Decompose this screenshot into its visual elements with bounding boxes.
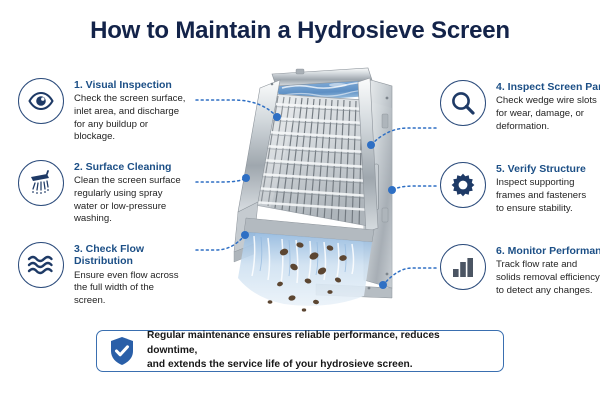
step-item-3: 3. Check Flow Distribution Ensure even f…	[18, 242, 218, 308]
gear-icon	[440, 162, 486, 208]
step-title-2: 2. Surface Cleaning	[74, 161, 172, 173]
discharge-water-and-solids	[238, 232, 372, 312]
step-item-1: 1. Visual Inspection Check the screen su…	[18, 78, 218, 144]
solids-particles	[267, 242, 347, 312]
shower-icon	[18, 160, 64, 206]
step-item-6: 6. Monitor Performance Track flow rate a…	[440, 244, 600, 297]
step-body-1: Check the screen surface, inlet area, an…	[74, 93, 186, 143]
bar-chart-icon	[440, 244, 486, 290]
page-title: How to Maintain a Hydrosieve Screen	[90, 17, 510, 44]
step-title-3: 3. Check Flow Distribution	[74, 243, 145, 268]
summary-banner: Regular maintenance ensures reliable per…	[96, 330, 504, 372]
eye-icon	[18, 78, 64, 124]
wedge-wire-screen-deck	[249, 93, 374, 228]
step-body-6: Track flow rate and solids removal effic…	[496, 259, 600, 296]
summary-banner-text: Regular maintenance ensures reliable per…	[147, 330, 440, 371]
step-item-2: 2. Surface Cleaning Clean the screen sur…	[18, 160, 218, 226]
step-title-1: 1. Visual Inspection	[74, 79, 172, 91]
step-title-5: 5. Verify Structure	[496, 163, 586, 175]
step-body-2: Clean the screen surface regularly using…	[74, 175, 181, 225]
shield-check-icon	[111, 337, 133, 365]
machine-right-rail	[357, 77, 379, 233]
step-text-1: 1. Visual Inspection Check the screen su…	[74, 78, 185, 144]
step-title-6: 6. Monitor Performance	[496, 245, 600, 257]
magnifier-icon	[440, 80, 486, 126]
step-text-3: 3. Check Flow Distribution Ensure even f…	[74, 242, 179, 308]
step-body-4: Check wedge wire slots for wear, damage,…	[496, 95, 597, 132]
step-body-5: Inspect supporting frames and fasteners …	[496, 177, 587, 214]
waves-icon	[18, 242, 64, 288]
step-text-5: 5. Verify Structure Inspect supporting f…	[496, 162, 586, 215]
step-text-4: 4. Inspect Screen Panel Check wedge wire…	[496, 80, 600, 133]
step-title-4: 4. Inspect Screen Panel	[496, 81, 600, 93]
step-text-2: 2. Surface Cleaning Clean the screen sur…	[74, 160, 181, 226]
step-item-4: 4. Inspect Screen Panel Check wedge wire…	[440, 80, 600, 133]
step-body-3: Ensure even flow across the full width o…	[74, 269, 179, 307]
hydrosieve-screen-illustration	[233, 67, 393, 312]
step-item-5: 5. Verify Structure Inspect supporting f…	[440, 162, 600, 215]
step-text-6: 6. Monitor Performance Track flow rate a…	[496, 244, 600, 297]
